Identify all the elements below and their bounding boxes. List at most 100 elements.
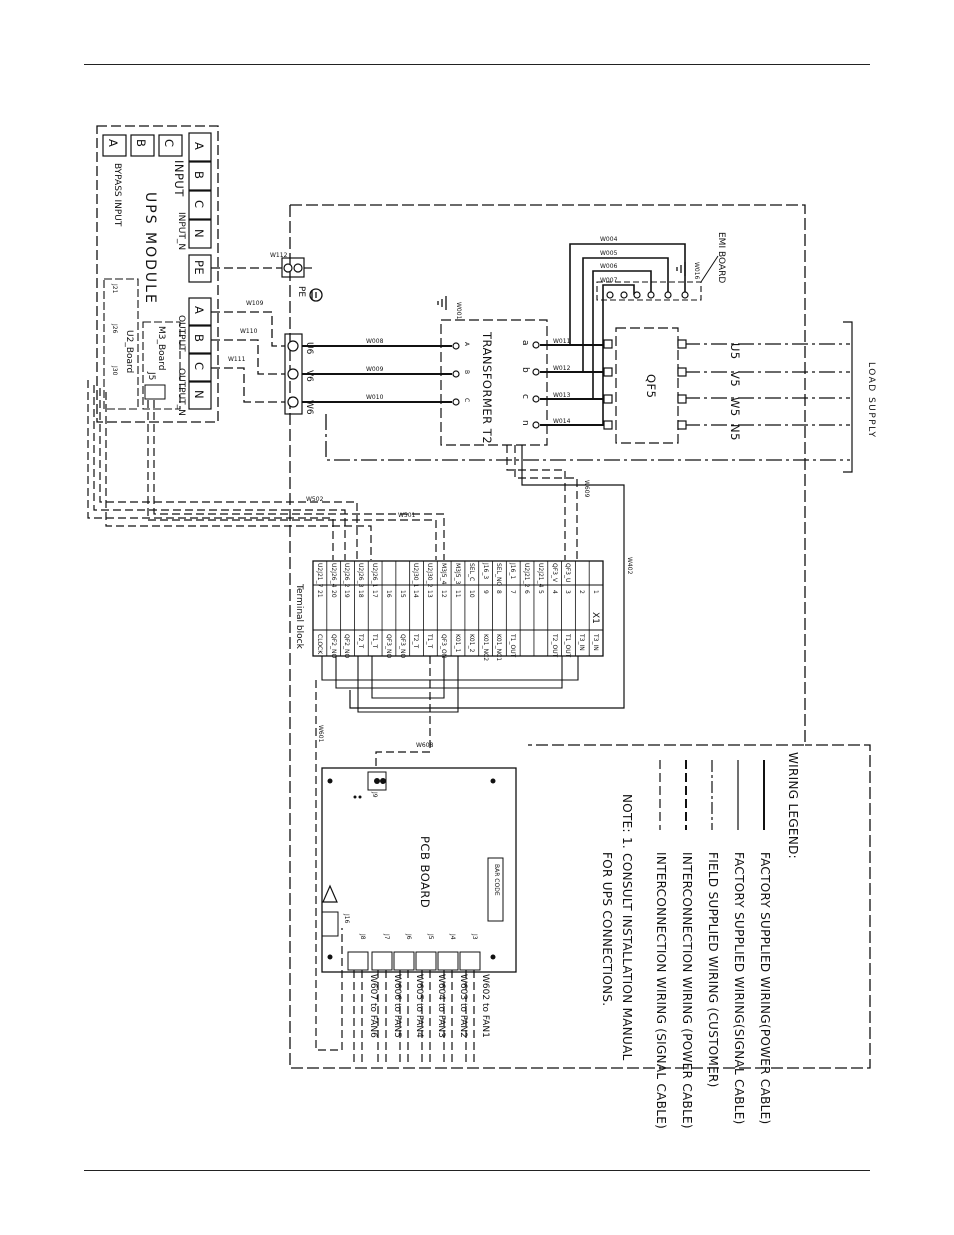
terminal-block-numbers: 11 [453,590,461,598]
output-terminal-c: C [192,362,206,371]
terminal-block-left_labels: M3J5_3 [453,563,461,585]
wire-w601: W601 [317,725,324,743]
terminal-block-left_labels: J16_3 [481,563,489,580]
wire-w111: W111 [228,356,246,363]
wire-w016: W016 [693,262,700,280]
terminal-block-numbers: 7 [509,590,517,594]
wire-w007: W007 [600,277,618,284]
terminal-block-left_labels: U2J26_4 [329,563,337,588]
terminal-block-left_labels: QF3_V [550,563,558,583]
terminal-block-right_labels: T1_T [371,634,379,649]
output-n-label: OUTPUT_N [176,368,186,416]
terminal-block-numbers: 1 [592,590,599,594]
secondary-tap-b: b [520,367,530,373]
terminal-block-right_labels: T1_OUT [564,634,572,658]
pcb-label: PCB BOARD [418,836,432,909]
footer-rule [84,1170,870,1171]
terminal-block-numbers: 18 [357,590,365,598]
terminal-block-numbers: 14 [412,590,420,598]
primary-tap-c: C [463,398,470,403]
wire-w008: W008 [366,338,384,345]
wire-w009: W009 [366,366,384,373]
load-output-w5: W5 [728,397,742,417]
transformer-label: TRANSFORMER T2 [480,332,494,445]
output-label: OUTPUT [176,315,186,352]
terminal-block-left_labels: U2J21_4 [536,563,544,588]
input-terminal-c: C [192,200,206,209]
header-rule [84,64,870,65]
terminal-block-numbers: 17 [371,590,379,598]
pcb-fan-jack-label: J8 [359,934,366,940]
u2-jack-j30: J30 [111,366,118,376]
pcb-fan-jack-label: J5 [427,934,434,940]
terminal-block-left_labels: U2J26_2 [343,563,351,588]
terminal-block-numbers: 16 [384,590,392,598]
u2-board [103,278,139,410]
terminal-block-numbers: 8 [495,590,503,594]
pcb-fan-jack-label: J7 [383,934,390,940]
fan-lead-label: W602 to FAN1 [480,974,490,1038]
bypass-input-label: BYPASS INPUT [112,163,122,227]
wire-w608: W608 [416,742,434,749]
wire-w112: W112 [270,252,288,259]
wire-w004: W004 [600,236,618,243]
pcb-board-box [321,767,517,973]
ups-module-outline [96,125,219,423]
secondary-tap-c: c [520,394,530,399]
load-output-n5: N5 [728,424,742,441]
terminal-block-right_labels: T3_IN [592,634,599,651]
emi-board-label: EMI BOARD [716,232,726,284]
bus-terminal-v6: V6 [304,370,314,382]
terminal-block-left_labels: QF3_U [564,563,572,583]
pe-ground-label: PE [296,286,306,298]
terminal-block-numbers: 3 [564,590,572,594]
wire-w012: W012 [553,365,571,372]
wire-w006: W006 [600,263,618,270]
bypass-terminal-a: A [106,139,120,148]
terminal-block-right_labels: T2_OUT [550,634,558,658]
secondary-tap-a: a [520,340,530,346]
terminal-block-numbers: 5 [536,590,544,594]
pcb-fan-jack [393,951,415,971]
pcb-fan-jack [347,951,369,971]
u2-jack-j21: J21 [111,284,118,294]
terminal-block-right_labels: T2_T [357,634,365,649]
emi-board-box [596,281,702,301]
output-terminal-n: N [192,390,206,400]
terminal-block-numbers: 6 [522,590,530,594]
wire-w110: W110 [240,328,258,335]
wire-w011: W011 [553,338,571,345]
terminal-block-right_labels: QF3_ON [440,634,448,659]
bypass-terminal-b: B [134,139,148,148]
legend-item-3: FIELD SUPPLIED WIRING (CUSTOMER) [706,852,720,1088]
terminal-block-numbers: 4 [550,590,558,594]
input-terminal-n: N [192,229,206,239]
pcb-jack-j9: J9 [371,792,378,798]
bus-terminal-u6: U6 [304,342,314,355]
terminal-block-right_labels: K01_1 [453,634,461,653]
fan-lead-label: W604 to FAN3 [436,974,446,1038]
pcb-fan-jack [437,951,459,971]
load-output-u5: U5 [728,343,742,360]
terminal-block-numbers: 12 [440,590,448,598]
terminal-block-id: X1 [590,612,600,624]
load-supply-label: LOAD SUPPLY [866,362,876,439]
wire-w005: W005 [600,250,618,257]
terminal-block-numbers: 2 [578,590,586,594]
fan-lead-label: W603 to FAN2 [458,974,468,1038]
terminal-block-left_labels: U2J30_1 [412,563,420,588]
terminal-block-right_labels: QF2_NO [329,634,337,659]
bus-terminal-w6: W6 [304,400,314,415]
primary-tap-a: A [463,342,470,347]
legend-item-4: INTERCONNECTION WIRING (POWER CABLE) [680,852,694,1129]
legend-item-2: FACTORY SUPPLIED WIRING(SIGNAL CABLE) [732,852,746,1125]
terminal-block-right_labels: K01_NC1 [495,634,503,662]
terminal-block-numbers: 21 [315,590,323,598]
terminal-block-right_labels: QF2_NO [343,634,351,659]
u2-board-label: U2_Board [124,330,134,374]
wire-w402: W402 [626,557,633,575]
wire-w501: W501 [398,512,416,519]
legend-item-1: FACTORY SUPPLIED WIRING(POWER CABLE) [758,852,772,1125]
m3-board-label: M3_Board [156,326,166,371]
